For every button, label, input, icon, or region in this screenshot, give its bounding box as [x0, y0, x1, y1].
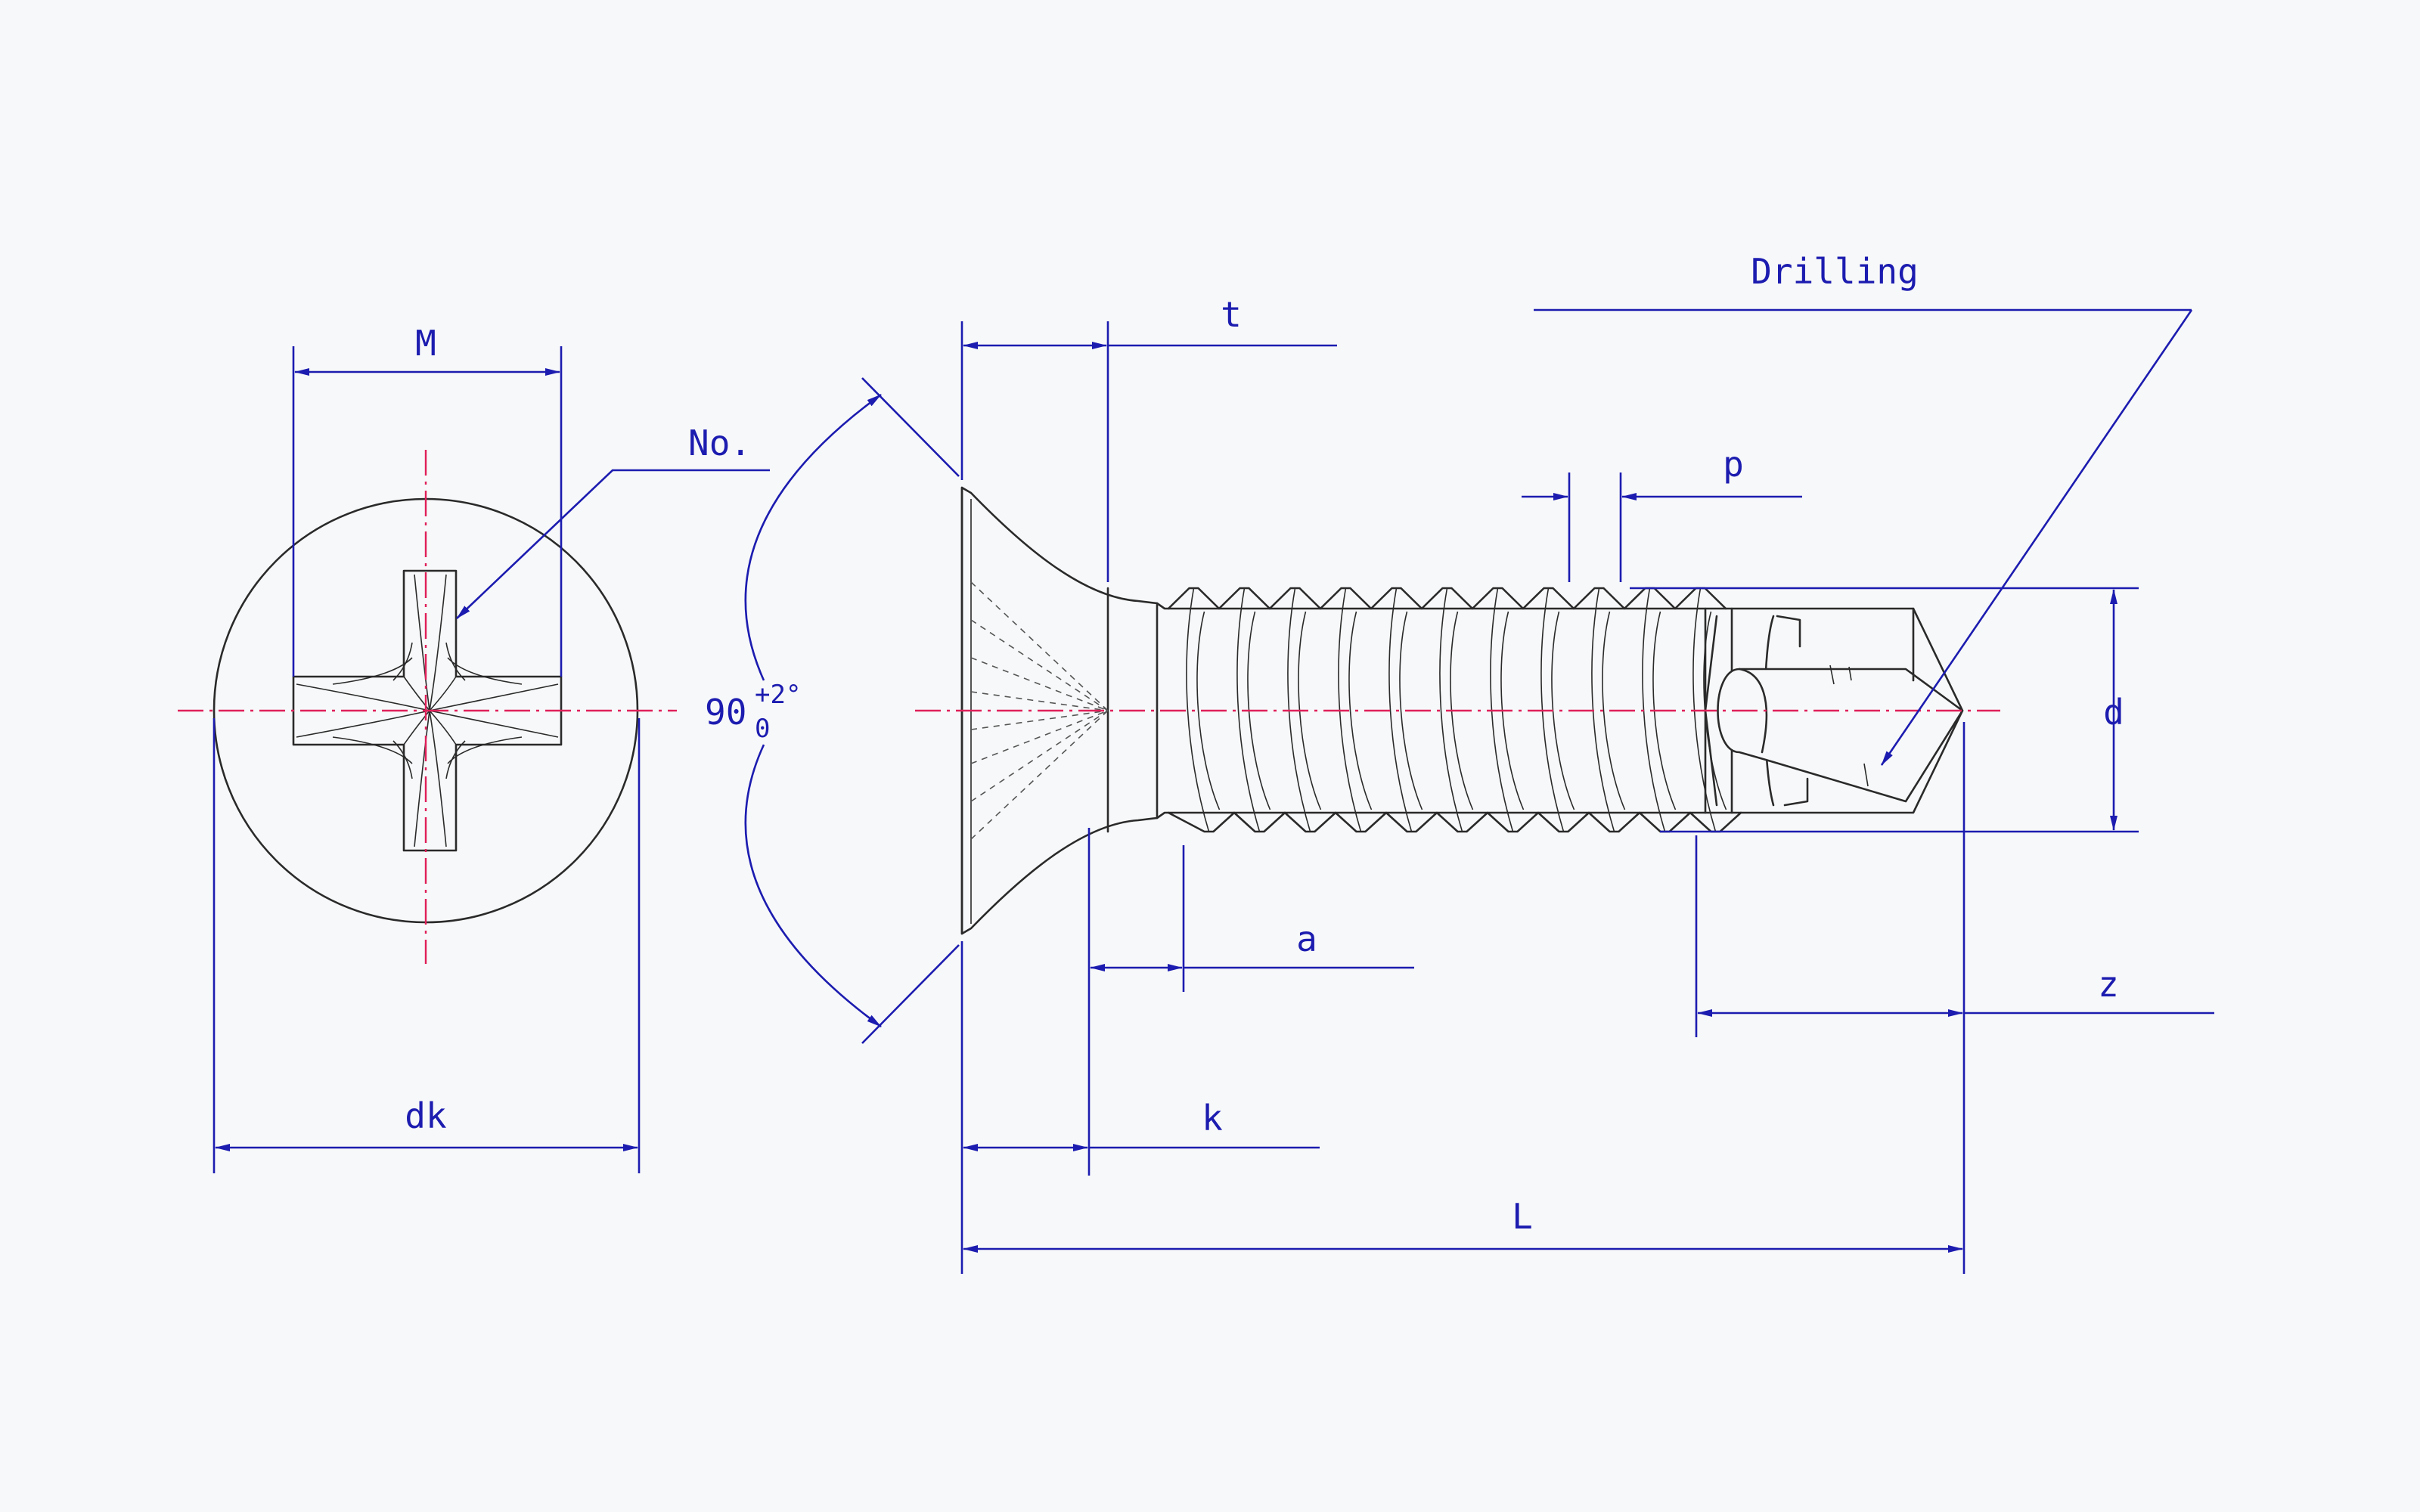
label-drilling: Drilling	[1751, 251, 1919, 292]
dimension-M	[292, 346, 563, 677]
dimension-d	[1630, 587, 2139, 833]
screw-side-view: 90 +2° 0 t Drilling p	[705, 251, 2214, 1274]
label-L: L	[1512, 1196, 1533, 1237]
dimension-p	[1522, 472, 1802, 582]
drill-point	[1704, 607, 1964, 814]
label-angle-upper-tol: +2°	[755, 680, 801, 710]
label-d: d	[2103, 692, 2124, 733]
label-t: t	[1221, 294, 1242, 335]
label-No: No.	[688, 423, 751, 463]
dimension-dk	[213, 718, 641, 1173]
leader-drilling	[1534, 308, 2193, 766]
label-dk: dk	[405, 1095, 446, 1136]
dimension-k	[960, 941, 1320, 1274]
recess-hidden-lines	[970, 581, 1109, 840]
label-k: k	[1202, 1098, 1223, 1139]
label-angle-value: 90	[705, 692, 746, 733]
head-top-view: M No. dk	[178, 323, 770, 1173]
label-z: z	[2098, 964, 2119, 1005]
label-p: p	[1723, 444, 1744, 485]
label-a: a	[1296, 919, 1317, 959]
dimension-angle	[744, 377, 960, 1044]
dimension-z	[1695, 722, 2214, 1274]
label-M: M	[415, 323, 436, 364]
dimension-a	[1087, 828, 1414, 1176]
leader-No	[456, 469, 770, 619]
dimension-t	[960, 321, 1337, 582]
label-angle-lower-tol: 0	[755, 714, 770, 744]
